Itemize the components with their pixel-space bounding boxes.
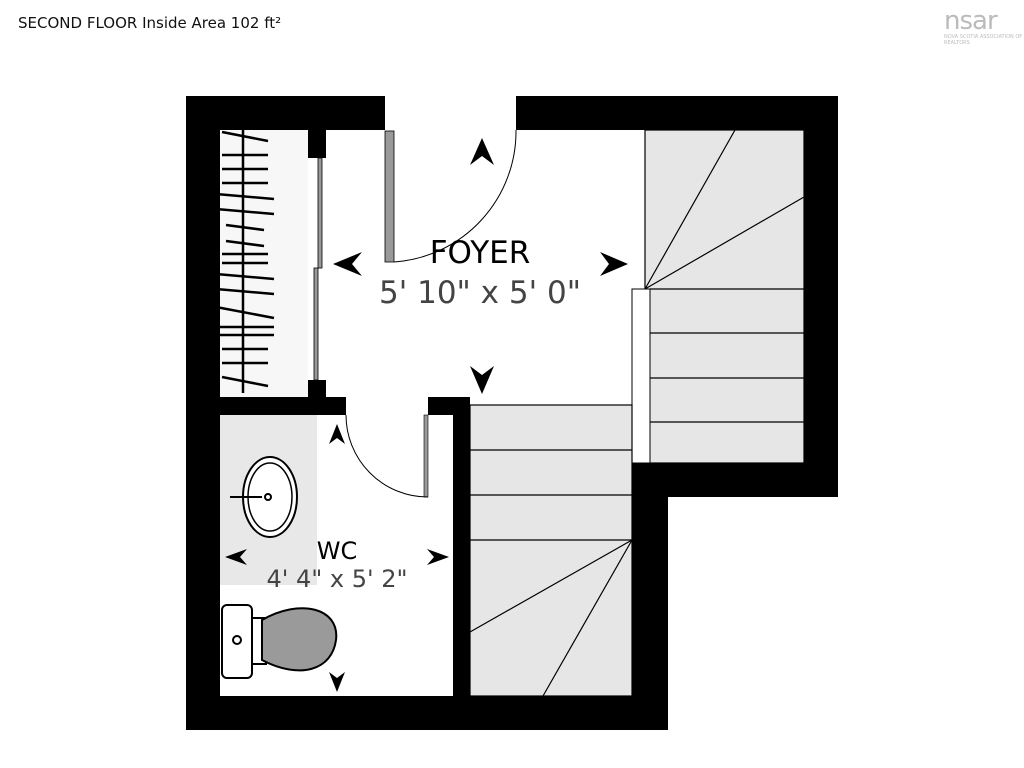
toilet-icon	[221, 604, 338, 679]
nsar-logo: nsar NOVA SCOTIA ASSOCIATION OF REALTORS	[944, 8, 1024, 46]
foyer-door	[384, 129, 517, 263]
floor-title: SECOND FLOOR Inside Area 102 ft²	[18, 14, 282, 32]
upper-stairs	[644, 129, 805, 464]
stair-landing	[631, 288, 651, 464]
arrow-left-icon	[333, 252, 362, 276]
closet-rod	[215, 122, 308, 397]
arrow-left-icon	[225, 549, 247, 565]
room-name-wc: WC	[317, 537, 358, 565]
sink-icon	[230, 456, 298, 538]
arrow-right-icon	[427, 549, 449, 565]
logo-tagline: NOVA SCOTIA ASSOCIATION OF REALTORS	[944, 34, 1023, 46]
wc-door	[345, 414, 429, 498]
room-dimensions-foyer: 5' 10" x 5' 0"	[379, 275, 581, 311]
arrow-up-icon	[329, 424, 345, 444]
walls	[186, 96, 838, 730]
room-dimensions-wc: 4' 4" x 5' 2"	[266, 565, 407, 593]
arrow-right-icon	[600, 252, 628, 276]
lower-stairs	[469, 404, 633, 697]
sliding-closet-doors	[313, 157, 323, 381]
dimension-arrows	[225, 138, 628, 692]
arrow-down-icon	[470, 366, 494, 394]
room-name-foyer: FOYER	[430, 235, 531, 271]
logo-text: nsar	[944, 6, 998, 36]
arrow-down-icon	[329, 672, 345, 692]
arrow-up-icon	[470, 138, 494, 165]
